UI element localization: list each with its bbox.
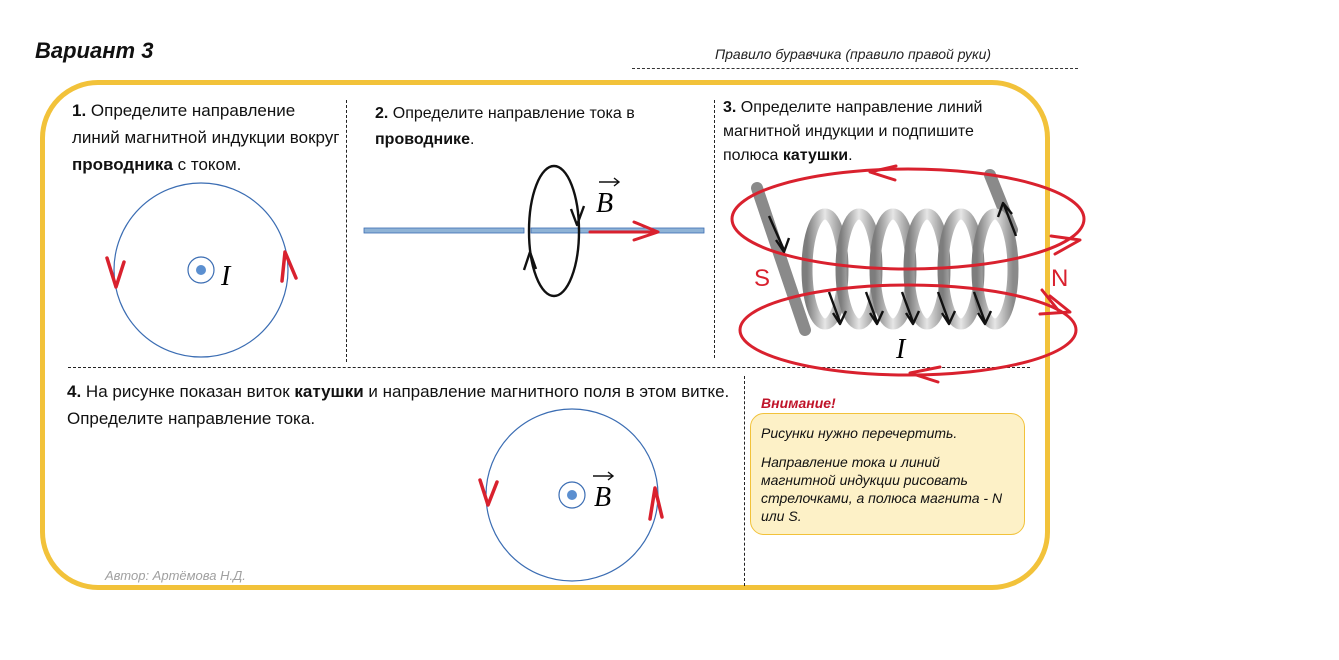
divider-task1-task2 [346,100,347,362]
vector-arrow-icon [599,177,621,187]
note-line-1: Рисунки нужно перечертить. [761,425,958,441]
red-field-loop-bottom [738,283,1078,377]
task-2-text: 2. Определите направление тока в проводн… [375,101,695,153]
figure-1: I [105,182,298,358]
red-field-loop-top [730,167,1086,271]
red-arrow-up-right-4 [648,486,664,521]
task-2-number: 2. [375,105,389,122]
pole-north-label: N [1051,265,1068,292]
divider-horizontal [68,367,1030,368]
worksheet-frame [40,80,1050,590]
note-line-2: Направление тока и линий магнитной индук… [761,454,1003,524]
field-dot-icon [567,490,577,500]
task-3-number: 3. [723,99,737,116]
field-label: B [596,188,613,219]
conductor-left [363,227,525,234]
field-label-4: B [594,482,611,513]
task-3-text: 3. Определите направление линий магнитно… [723,96,1033,168]
figure-4: B [478,408,664,582]
loop-arrow-up-icon [522,250,538,271]
rule-title: Правило буравчика (правило правой руки) [715,46,992,62]
task-4-number: 4. [67,382,82,401]
divider-task4-note [744,376,745,586]
conductor-ring [187,256,215,284]
loop-arrow-down-icon [569,205,586,227]
task-1-number: 1. [72,101,87,120]
vector-arrow-4-icon [593,471,615,481]
variant-title: Вариант 3 [35,38,154,63]
coil-current-arrows [767,201,1018,326]
task-2-text-after: . [469,131,475,148]
field-loop [527,164,581,298]
task-3-bold: катушки [782,147,849,164]
pole-south-label: S [754,265,770,292]
task-2-text-before: Определите направление тока в [392,105,635,122]
figure-2: B [363,164,705,298]
task-4-text-before: На рисунке показан виток [85,382,295,401]
task-1-text: 1. Определите направление линий магнитно… [72,97,342,178]
task-4-text-after: и направление магнитного поля в этом вит… [67,382,730,428]
task-1-text-before: Определите направление линий магнитной и… [72,101,340,147]
red-arrow-down-left-4 [478,478,499,507]
coil-lead-left [751,182,811,336]
coil-current-label: I [895,334,907,365]
author-credit: Автор: Артёмова Н.Д. [105,568,246,583]
red-field-arrows [868,164,1082,384]
field-ring [558,481,586,509]
red-current-arrow [588,220,660,242]
rule-underline [632,68,1078,69]
task-3-text-after: . [848,147,853,164]
task-1-text-after: с током. [172,155,242,174]
task-2-bold: проводнике [375,131,470,148]
task-4-text: 4. На рисунке показан виток катушки и на… [67,378,737,432]
current-label: I [220,261,232,292]
note-box: Рисунки нужно перечертить. Направление т… [750,413,1025,535]
current-dot-icon [196,265,206,275]
attention-label: Внимание! [761,395,836,411]
task-3-text-before: Определите направление линий магнитной и… [723,99,983,164]
red-arrow-down-left [105,256,126,289]
field-line-circle [113,182,289,358]
figure-3: S N I [730,164,1086,384]
task-1-bold: проводника [72,155,173,174]
divider-task2-task3 [714,100,715,358]
task-4-bold: катушки [294,382,364,401]
red-arrow-up-right [280,250,298,283]
